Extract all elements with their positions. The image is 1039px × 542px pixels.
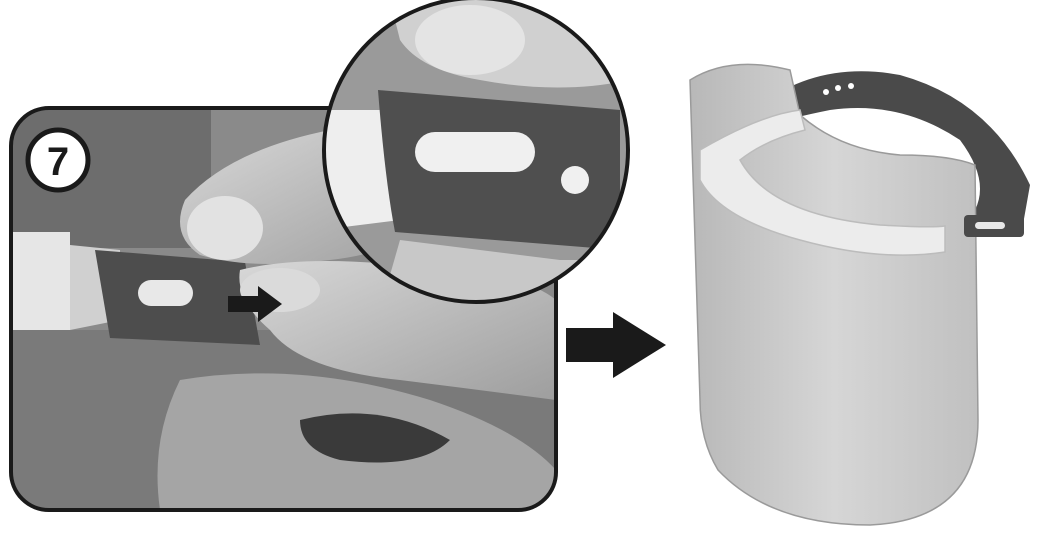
assembled-face-shield xyxy=(690,64,1030,525)
step-number: 7 xyxy=(47,140,69,184)
step-number-badge: 7 xyxy=(28,130,88,190)
result-arrow xyxy=(566,312,666,378)
